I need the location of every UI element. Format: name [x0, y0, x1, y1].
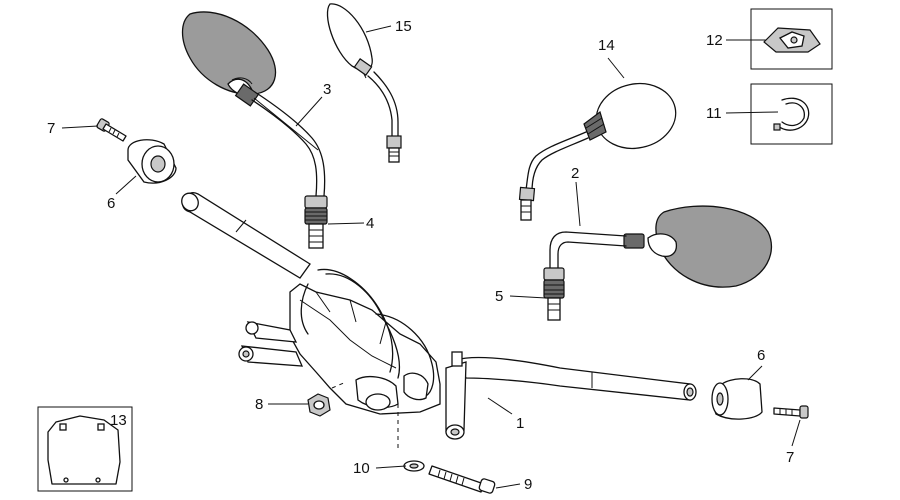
part-4-left-mirror-adapter[interactable] [304, 195, 328, 249]
callout-labels: 15 3 4 12 11 14 2 5 7 6 1 6 7 8 10 9 13 [47, 18, 794, 493]
part-6-right-bar-end[interactable] [711, 378, 763, 420]
leader-lines [61, 25, 801, 489]
callout-10: 10 [353, 460, 370, 477]
callout-12: 12 [706, 32, 723, 49]
part-13-inset-box[interactable] [37, 406, 133, 492]
part-3-left-mirror[interactable] [181, 11, 326, 197]
part-9-bolt[interactable] [428, 465, 496, 494]
part-8-nut[interactable] [307, 393, 331, 417]
callout-4: 4 [366, 215, 374, 232]
part-11-inset-box[interactable] [750, 83, 833, 145]
callout-8: 8 [255, 396, 263, 413]
callout-2: 2 [571, 165, 579, 182]
part-7-right-screw[interactable] [773, 405, 809, 419]
part-10-washer[interactable] [403, 460, 425, 472]
part-1-handlebar[interactable] [179, 190, 697, 452]
callout-11: 11 [706, 105, 722, 122]
part-2-right-mirror[interactable] [549, 205, 773, 288]
part-15-small-mirror[interactable] [326, 3, 402, 163]
callout-7-right: 7 [786, 449, 794, 466]
part-14-right-mirror[interactable] [518, 76, 682, 221]
callout-1: 1 [516, 415, 524, 432]
part-12-inset-box[interactable] [750, 8, 833, 70]
callout-5: 5 [495, 288, 503, 305]
callout-15: 15 [395, 18, 412, 35]
callout-9: 9 [524, 476, 532, 493]
callout-14: 14 [598, 37, 615, 54]
callout-13: 13 [110, 412, 127, 429]
callout-6-right: 6 [757, 347, 765, 364]
part-5-right-mirror-adapter[interactable] [543, 267, 565, 321]
part-7-left-screw[interactable] [96, 118, 127, 142]
callout-7-left: 7 [47, 120, 55, 137]
callout-3: 3 [323, 81, 331, 98]
part-6-left-bar-end[interactable] [127, 139, 177, 184]
callout-6-left: 6 [107, 195, 115, 212]
